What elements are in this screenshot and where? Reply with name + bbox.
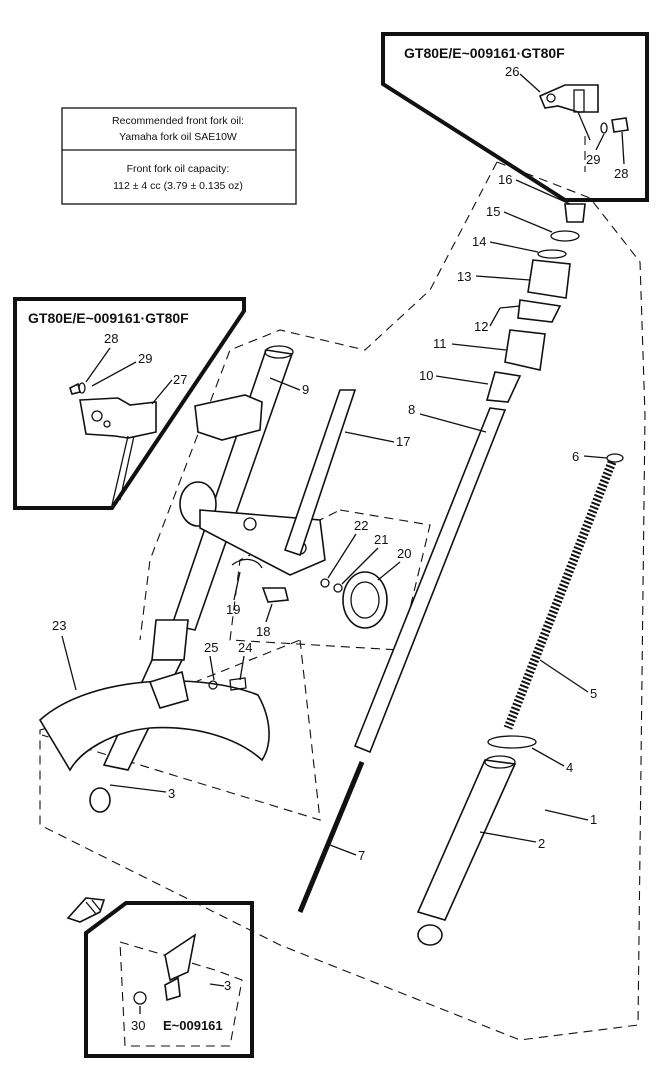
part-12 [517,299,562,323]
part-11 [504,329,546,371]
callout-21: 21 [374,532,388,547]
part-15 [550,230,580,242]
inset-top-right: GT80E/E~009161·GT80F 26 29 28 [381,32,649,202]
callout-13: 13 [457,269,471,284]
inset-bottom-label-30: 30 [131,1018,145,1033]
inset-bottom-label-3: 3 [224,978,231,993]
headlight-20 [320,571,388,629]
bulb-18 [231,558,290,603]
inset-bottom-label-serial: E~009161 [163,1018,223,1033]
part-16 [564,203,586,223]
callout-9: 9 [302,382,309,397]
outer-tube-2 [416,755,517,946]
callout-1: 1 [590,812,597,827]
callout-12: 12 [474,319,488,334]
seal-10 [485,371,522,403]
inset-left: GT80E/E~009161·GT80F 28 29 27 [13,297,246,510]
fork-tube-17 [283,389,357,557]
callout-14: 14 [472,234,486,249]
inset-left-title: GT80E/E~009161·GT80F [28,310,189,326]
inset-top-label-28: 28 [614,166,628,181]
callout-20: 20 [397,546,411,561]
oil-recommended-value: Yamaha fork oil SAE10W [119,131,237,143]
part-30 [133,991,147,1005]
top-parts-stack [504,203,586,371]
inset-bottom: 3 30 E~009161 [84,901,254,1058]
front-fender-23 [38,670,270,772]
callout-18: 18 [256,624,270,639]
bracket-27 [79,397,157,439]
callout-6: 6 [572,449,579,464]
oil-capacity-value: 112 ± 4 cc (3.79 ± 0.135 oz) [113,180,243,192]
inset-left-label-28: 28 [104,331,118,346]
inset-left-label-27: 27 [173,372,187,387]
oil-recommended-title: Recommended front fork oil: [112,115,244,127]
callout-19: 19 [226,602,240,617]
callout-22: 22 [354,518,368,533]
callout-11: 11 [433,336,447,351]
callout-17: 17 [396,434,410,449]
ring-4 [487,735,537,749]
assembly-outlines [39,161,646,1041]
inset-top-label-29: 29 [586,152,600,167]
oil-capacity-title: Front fork oil capacity: [127,163,230,175]
inset-top-label-26: 26 [505,64,519,79]
callout-10: 10 [419,368,433,383]
part-13 [527,259,571,299]
part-14 [537,249,567,259]
bolt-28 [611,117,629,133]
fork-spring-5 [503,453,624,730]
callout-23: 23 [52,618,66,633]
callout-24: 24 [238,640,252,655]
washer-29 [600,122,608,134]
callout-4: 4 [566,760,573,775]
part-6 [606,453,624,463]
callout-7: 7 [358,848,365,863]
callout-8: 8 [408,402,415,417]
front-arrow-icon [66,897,106,923]
callout-labels: 1 2 3 4 5 6 7 8 9 10 11 12 13 14 15 16 [52,172,608,863]
callout-5: 5 [590,686,597,701]
callout-3: 3 [168,786,175,801]
callout-15: 15 [486,204,500,219]
bolt-28-left [69,382,81,395]
damper-rod-7 [297,761,365,913]
inner-tube-8 [353,407,507,754]
callout-25: 25 [204,640,218,655]
inset-left-label-29: 29 [138,351,152,366]
inset-top-title: GT80E/E~009161·GT80F [404,45,565,61]
callout-16: 16 [498,172,512,187]
oil-spec-box: Recommended front fork oil: Yamaha fork … [61,107,297,205]
callout-2: 2 [538,836,545,851]
